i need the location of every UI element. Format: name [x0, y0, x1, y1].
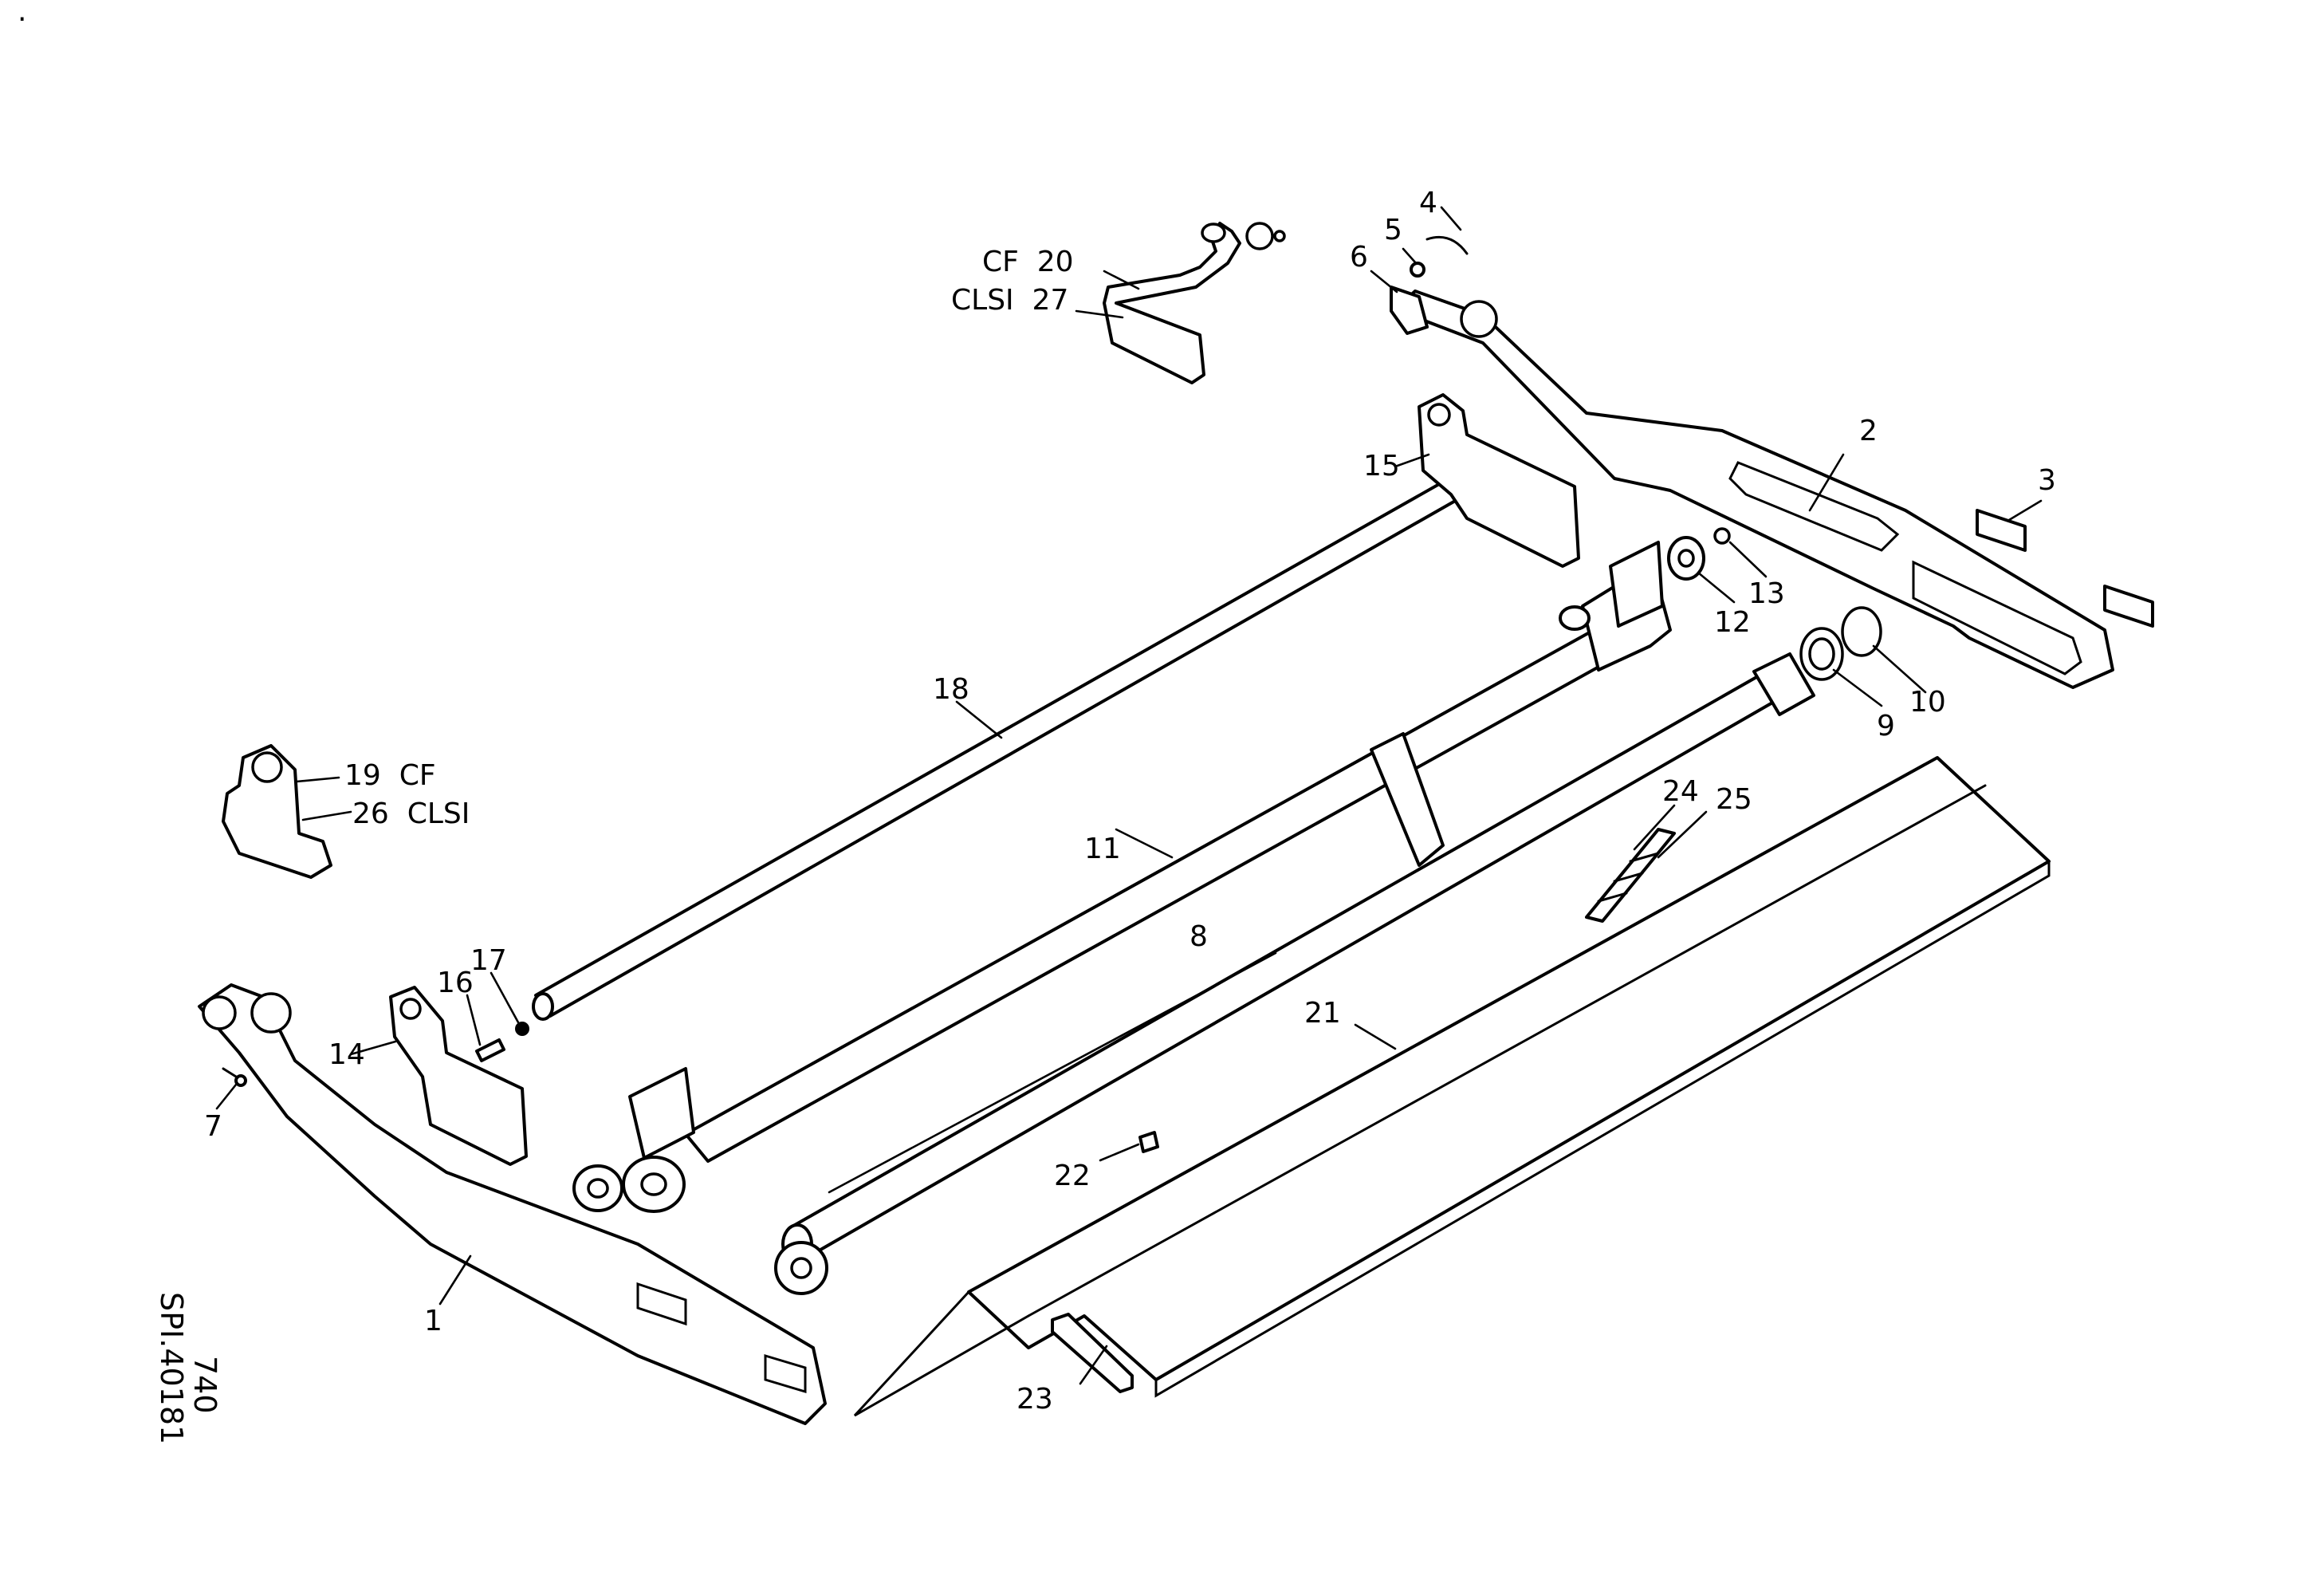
part-14-bracket	[389, 986, 528, 1166]
callout-17: 17	[470, 944, 507, 977]
callout-5: 5	[1384, 214, 1402, 246]
part-2-right-frame	[1394, 289, 2114, 689]
part-22-tag	[1138, 1131, 1159, 1153]
callout-24: 24	[1662, 775, 1699, 808]
callout-23: 23	[1017, 1383, 1053, 1416]
leader-lines	[215, 206, 2043, 1385]
callout-21: 21	[1304, 997, 1341, 1030]
callout-9: 9	[1877, 710, 1895, 742]
part-3-label	[1976, 509, 2154, 628]
part-12-pulley	[1667, 536, 1705, 581]
corner-mark: .	[18, 0, 26, 28]
part-24-25-grille	[1585, 828, 1676, 923]
callout-19: 19 CF	[344, 759, 436, 792]
part-19-26-bracket	[222, 744, 332, 879]
part-15-bracket	[1418, 393, 1580, 568]
callout-3: 3	[2038, 464, 2056, 497]
part-7-bolt	[222, 1067, 247, 1087]
part-16-pin	[475, 1038, 505, 1062]
part-21-cover-plate	[853, 756, 2051, 1417]
callout-26: 26 CLSI	[352, 798, 470, 830]
callout-20: CF 20	[982, 246, 1074, 278]
part-1-left-frame	[198, 983, 827, 1425]
callout-14: 14	[328, 1038, 365, 1071]
callout-2: 2	[1859, 415, 1878, 447]
callout-12: 12	[1714, 606, 1751, 639]
part-11-shaft	[572, 541, 1672, 1213]
part-17-washer	[515, 1022, 529, 1036]
callout-labels: 1 2 3 4 5 6 7 8 9 10 11 12 13 14 15 16 1…	[204, 187, 2056, 1416]
part-8-drive-shaft	[774, 652, 1815, 1295]
callout-7: 7	[204, 1110, 222, 1143]
callout-13: 13	[1748, 577, 1785, 610]
part-20-27-bracket	[1103, 222, 1286, 384]
callout-10: 10	[1909, 686, 1946, 719]
callout-16: 16	[437, 967, 474, 999]
part-9-washer	[1799, 627, 1844, 681]
part-10-ring	[1841, 606, 1882, 657]
page-number: 740	[187, 1356, 222, 1414]
part-4-clip	[1425, 235, 1469, 255]
part-23-strip	[1051, 1313, 1134, 1393]
reference-code: SPI.40181	[154, 1292, 189, 1444]
callout-27: CLSI 27	[951, 284, 1068, 317]
callout-6: 6	[1350, 241, 1368, 274]
callout-4: 4	[1419, 187, 1437, 219]
callout-8: 8	[1190, 920, 1208, 953]
part-13-ring	[1713, 527, 1731, 545]
callout-15: 15	[1363, 450, 1400, 482]
part-5-nut	[1410, 262, 1425, 278]
part-6-plate	[1390, 286, 1429, 335]
callout-22: 22	[1054, 1160, 1091, 1192]
callout-25: 25	[1716, 783, 1752, 816]
callout-18: 18	[933, 673, 969, 706]
callout-1: 1	[424, 1305, 442, 1337]
callout-11: 11	[1084, 833, 1121, 865]
